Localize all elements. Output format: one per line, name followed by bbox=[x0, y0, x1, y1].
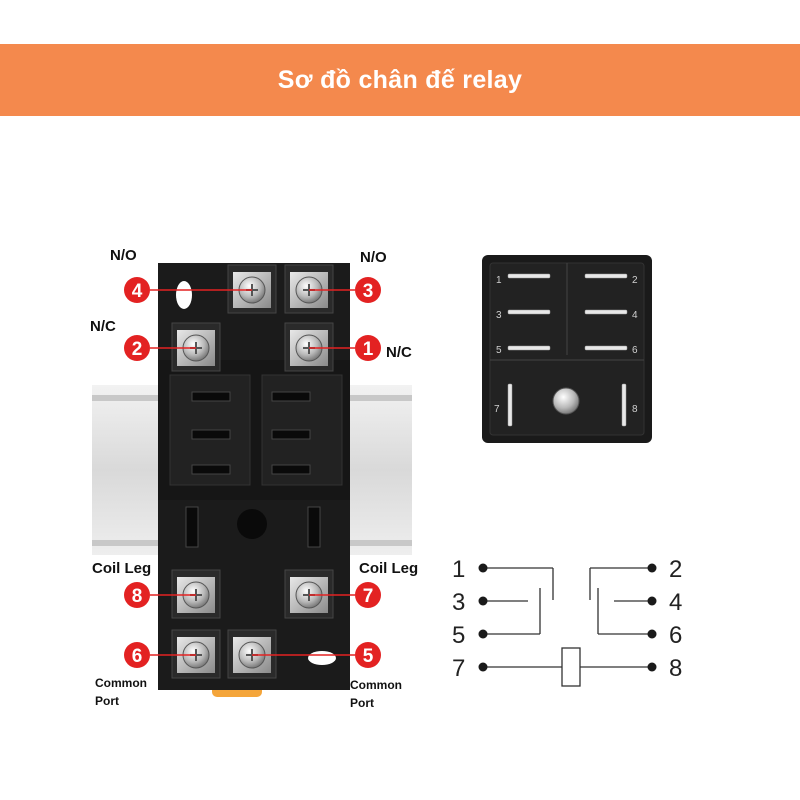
badge-2-label: 2 bbox=[132, 339, 143, 360]
page-title: Sơ đồ chân đế relay bbox=[277, 65, 523, 94]
label-common-left: Common bbox=[95, 676, 147, 690]
schematic-pin-6: 6 bbox=[669, 622, 682, 649]
label-common-right: Common bbox=[350, 678, 402, 692]
label-no-left: N/O bbox=[110, 247, 137, 264]
badge-2 bbox=[124, 335, 150, 361]
relay-pin-4: 4 bbox=[632, 310, 638, 321]
relay-bottom-image: 1 2 3 4 5 6 7 8 bbox=[482, 255, 652, 443]
label-coil-right: Coil Leg bbox=[359, 560, 418, 577]
label-no-right: N/O bbox=[360, 249, 387, 266]
label-coil-left: Coil Leg bbox=[92, 560, 151, 577]
label-port-right: Port bbox=[350, 696, 374, 710]
badge-1 bbox=[355, 335, 381, 361]
badge-8 bbox=[124, 582, 150, 608]
relay-pin-5: 5 bbox=[496, 345, 502, 356]
label-nc-right: N/C bbox=[386, 344, 412, 361]
badge-5-label: 5 bbox=[363, 646, 374, 667]
leader-lines bbox=[150, 289, 355, 656]
label-port-left: Port bbox=[95, 694, 119, 708]
relay-socket-image: 4 3 2 1 8 7 6 5 N/O N/O N/C N/C Coil Leg… bbox=[90, 247, 418, 710]
wiring-schematic: 1 3 5 7 2 4 6 8 bbox=[452, 556, 682, 687]
badge-6-label: 6 bbox=[132, 646, 143, 667]
badge-5 bbox=[355, 642, 381, 668]
badge-4 bbox=[124, 277, 150, 303]
schematic-pin-1: 1 bbox=[452, 556, 465, 583]
relay-pin-8: 8 bbox=[632, 404, 638, 415]
relay-pin-2: 2 bbox=[632, 275, 638, 286]
schematic-pin-5: 5 bbox=[452, 622, 465, 649]
relay-pin-7: 7 bbox=[494, 404, 500, 415]
schematic-pin-4: 4 bbox=[669, 589, 682, 616]
badge-3 bbox=[355, 277, 381, 303]
badge-7 bbox=[355, 582, 381, 608]
badge-8-label: 8 bbox=[132, 586, 143, 607]
schematic-pin-8: 8 bbox=[669, 655, 682, 682]
badge-1-label: 1 bbox=[363, 339, 374, 360]
schematic-pin-3: 3 bbox=[452, 589, 465, 616]
terminal-badges: 4 3 2 1 8 7 6 5 bbox=[124, 277, 381, 668]
badge-3-label: 3 bbox=[363, 281, 374, 302]
relay-pin-6: 6 bbox=[632, 345, 638, 356]
badge-7-label: 7 bbox=[363, 586, 374, 607]
badge-4-label: 4 bbox=[132, 281, 143, 302]
header-banner: Sơ đồ chân đế relay bbox=[0, 44, 800, 116]
schematic-pin-2: 2 bbox=[669, 556, 682, 583]
schematic-pin-7: 7 bbox=[452, 655, 465, 682]
label-nc-left: N/C bbox=[90, 318, 116, 335]
relay-pin-1: 1 bbox=[496, 275, 502, 286]
badge-6 bbox=[124, 642, 150, 668]
relay-pin-3: 3 bbox=[496, 310, 502, 321]
